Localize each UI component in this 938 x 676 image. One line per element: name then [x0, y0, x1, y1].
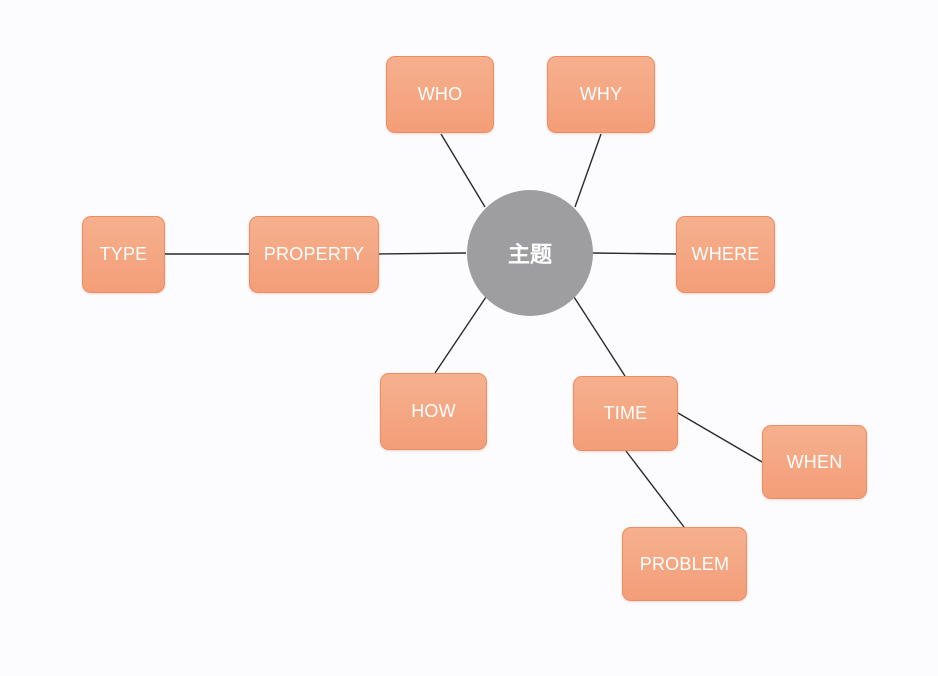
- node-problem-label: PROBLEM: [639, 553, 730, 574]
- node-type: TYPE: [82, 216, 165, 293]
- node-property: PROPERTY: [249, 216, 379, 293]
- node-where-label: WHERE: [691, 244, 760, 264]
- node-who-label: WHO: [417, 84, 463, 104]
- edge-center-property: [378, 252, 467, 255]
- edge-center-where: [592, 252, 677, 255]
- edge-time-when: [677, 412, 763, 463]
- node-time: TIME: [573, 376, 678, 451]
- node-where: WHERE: [676, 216, 775, 293]
- node-type-label: TYPE: [99, 244, 148, 264]
- node-why-label: WHY: [579, 84, 623, 104]
- node-property-label: PROPERTY: [263, 244, 365, 264]
- edge-center-why: [574, 133, 602, 208]
- node-when-label: WHEN: [786, 451, 843, 472]
- center-topic-node: 主题: [467, 190, 593, 316]
- node-how-label: HOW: [411, 401, 456, 421]
- node-when: WHEN: [762, 425, 867, 499]
- node-how: HOW: [380, 373, 487, 450]
- edge-time-problem: [625, 450, 685, 528]
- node-time-label: TIME: [603, 403, 648, 423]
- node-problem: PROBLEM: [622, 527, 747, 601]
- center-topic-label: 主题: [507, 242, 552, 267]
- edge-center-who: [440, 133, 486, 208]
- node-why: WHY: [547, 56, 655, 133]
- edge-center-time: [573, 296, 626, 377]
- node-who: WHO: [386, 56, 494, 133]
- edge-center-how: [434, 296, 487, 374]
